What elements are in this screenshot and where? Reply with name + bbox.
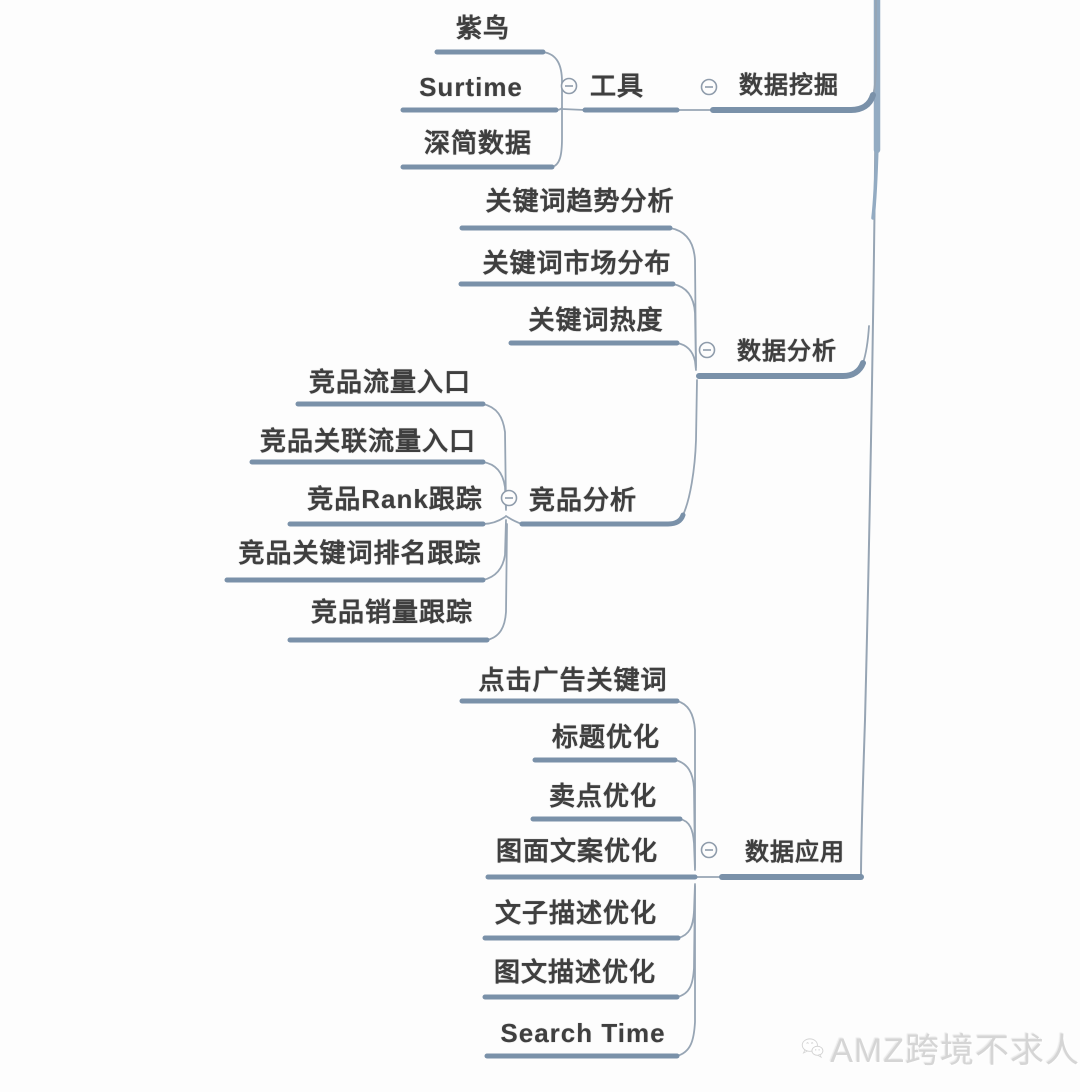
node-comp_analysis[interactable]: 竞品分析	[528, 485, 638, 515]
watermark-text: AMZ跨境不求人	[830, 1031, 1080, 1070]
connector-kw_heat	[676, 342, 697, 371]
node-data_analysis[interactable]: 数据分析	[737, 338, 837, 365]
node-comp_related[interactable]: 竞品关联流量入口	[259, 426, 477, 456]
connector-text_desc	[677, 883, 696, 939]
connector-kw_trend	[669, 227, 697, 369]
connector-sell_opt	[679, 818, 696, 871]
trunk-line-taper	[871, 143, 879, 220]
node-imgtext_desc[interactable]: 图文描述优化	[493, 957, 657, 987]
connector-ziniao	[542, 51, 563, 109]
node-shenjian[interactable]: 深简数据	[423, 128, 533, 158]
connector-imgtext_desc	[676, 885, 696, 998]
junction-link	[505, 515, 523, 525]
connector-search_time	[676, 885, 696, 1057]
trunk-line-thin	[860, 39, 877, 878]
connector-title_opt	[674, 759, 696, 867]
underline-data_analysis	[696, 360, 866, 379]
connector-comp_traffic	[482, 403, 507, 509]
node-data_app[interactable]: 数据应用	[745, 839, 845, 866]
junction-link	[561, 108, 586, 111]
connector-data_analysis	[862, 325, 870, 364]
connector-comp_rank	[482, 516, 506, 525]
underline-data_mining	[710, 92, 876, 113]
collapse-minus-icon[interactable]	[700, 841, 718, 859]
node-text_desc[interactable]: 文子描述优化	[494, 898, 658, 928]
underline-comp_analysis	[519, 512, 686, 527]
node-tools[interactable]: 工具	[589, 71, 645, 101]
node-comp_kw_rank[interactable]: 竞品关键词排名跟踪	[238, 538, 482, 568]
connector-comp_sales	[486, 523, 508, 641]
collapse-minus-icon[interactable]	[700, 78, 718, 96]
connector-click_ad	[676, 700, 696, 869]
node-img_copy[interactable]: 图面文案优化	[495, 836, 659, 866]
node-title_opt[interactable]: 标题优化	[551, 722, 661, 752]
node-click_ad[interactable]: 点击广告关键词	[478, 665, 668, 695]
node-comp_traffic[interactable]: 竞品流量入口	[308, 367, 472, 397]
wechat-icon	[801, 1038, 824, 1059]
connector-comp_related	[482, 461, 507, 511]
watermark: AMZ跨境不求人	[800, 1012, 1080, 1082]
connector-shenjian	[551, 109, 563, 168]
connector-kw_market	[672, 283, 697, 367]
connector-comp_analysis	[682, 379, 698, 516]
connector-comp_kw_rank	[482, 519, 507, 581]
node-sell_opt[interactable]: 卖点优化	[548, 781, 658, 811]
node-kw_heat[interactable]: 关键词热度	[528, 305, 664, 335]
collapse-minus-icon[interactable]	[698, 341, 716, 359]
node-ziniao[interactable]: 紫鸟	[455, 13, 511, 43]
collapse-minus-icon[interactable]	[560, 77, 578, 95]
node-kw_market[interactable]: 关键词市场分布	[482, 248, 672, 278]
node-comp_sales[interactable]: 竞品销量跟踪	[310, 597, 474, 627]
node-search_time[interactable]: Search Time	[500, 1018, 666, 1048]
node-kw_trend[interactable]: 关键词趋势分析	[485, 186, 675, 216]
node-surtime[interactable]: Surtime	[419, 72, 523, 102]
node-comp_rank[interactable]: 竞品Rank跟踪	[307, 484, 483, 514]
collapse-minus-icon[interactable]	[500, 489, 518, 507]
node-data_mining[interactable]: 数据挖掘	[739, 72, 839, 99]
